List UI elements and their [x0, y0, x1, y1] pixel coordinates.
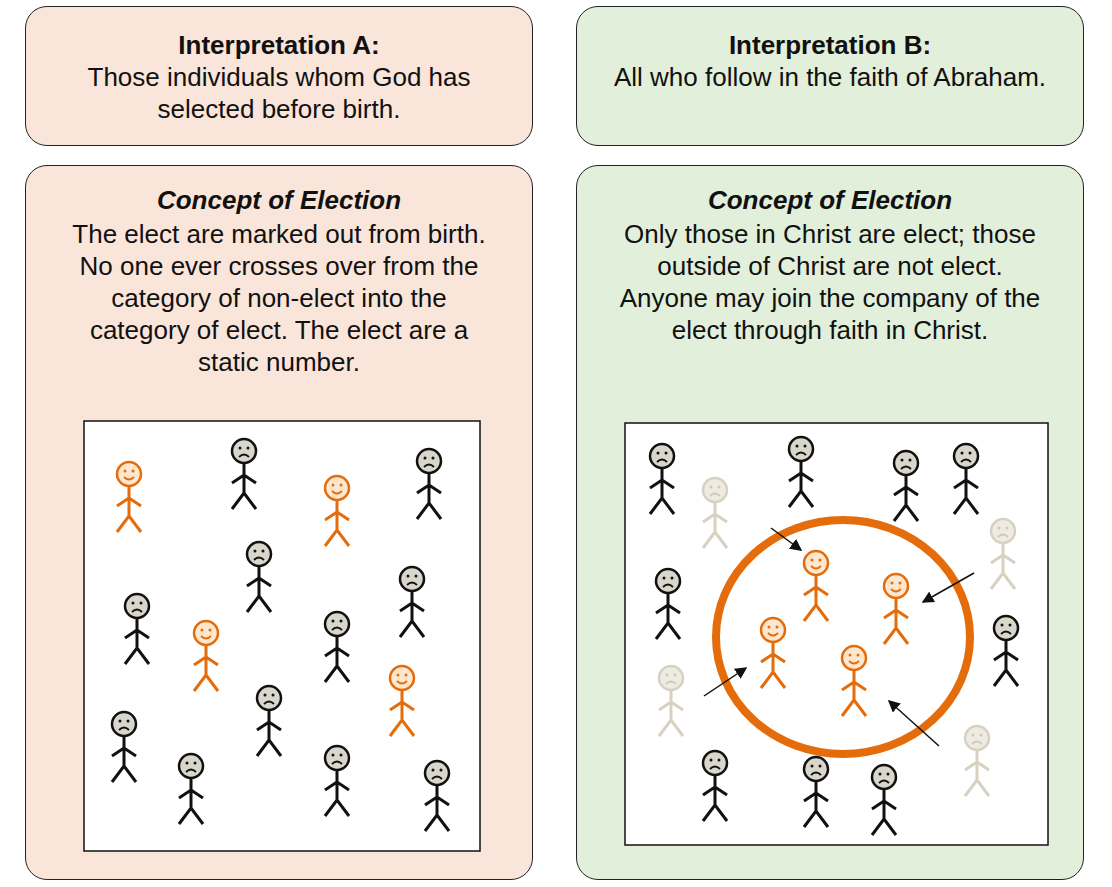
box-heading: Concept of Election [64, 184, 494, 216]
concept-panel: Concept of ElectionThe elect are marked … [25, 165, 533, 880]
non-elect-figures [650, 437, 1018, 835]
box-heading: Interpretation B: [610, 29, 1050, 61]
christ-circle [716, 520, 970, 754]
box-body: The elect are marked out from birth. No … [64, 218, 494, 378]
interpretation-box: Interpretation B:All who follow in the f… [576, 6, 1084, 146]
figure-frame [84, 421, 480, 851]
concept-panel: Concept of ElectionOnly those in Christ … [576, 165, 1084, 880]
box-body: Those individuals whom God has selected … [59, 61, 499, 125]
joining-arrows [704, 528, 974, 746]
box-body: Only those in Christ are elect; those ou… [615, 218, 1045, 346]
interpretation-box: Interpretation A:Those individuals whom … [25, 6, 533, 146]
figure-frame [625, 423, 1048, 845]
elect-figures [761, 551, 908, 716]
box-heading: Interpretation A: [59, 29, 499, 61]
faded-figures [659, 478, 1015, 796]
non-elect-figures [112, 439, 449, 831]
box-heading: Concept of Election [615, 184, 1045, 216]
box-body: All who follow in the faith of Abraham. [610, 61, 1050, 93]
